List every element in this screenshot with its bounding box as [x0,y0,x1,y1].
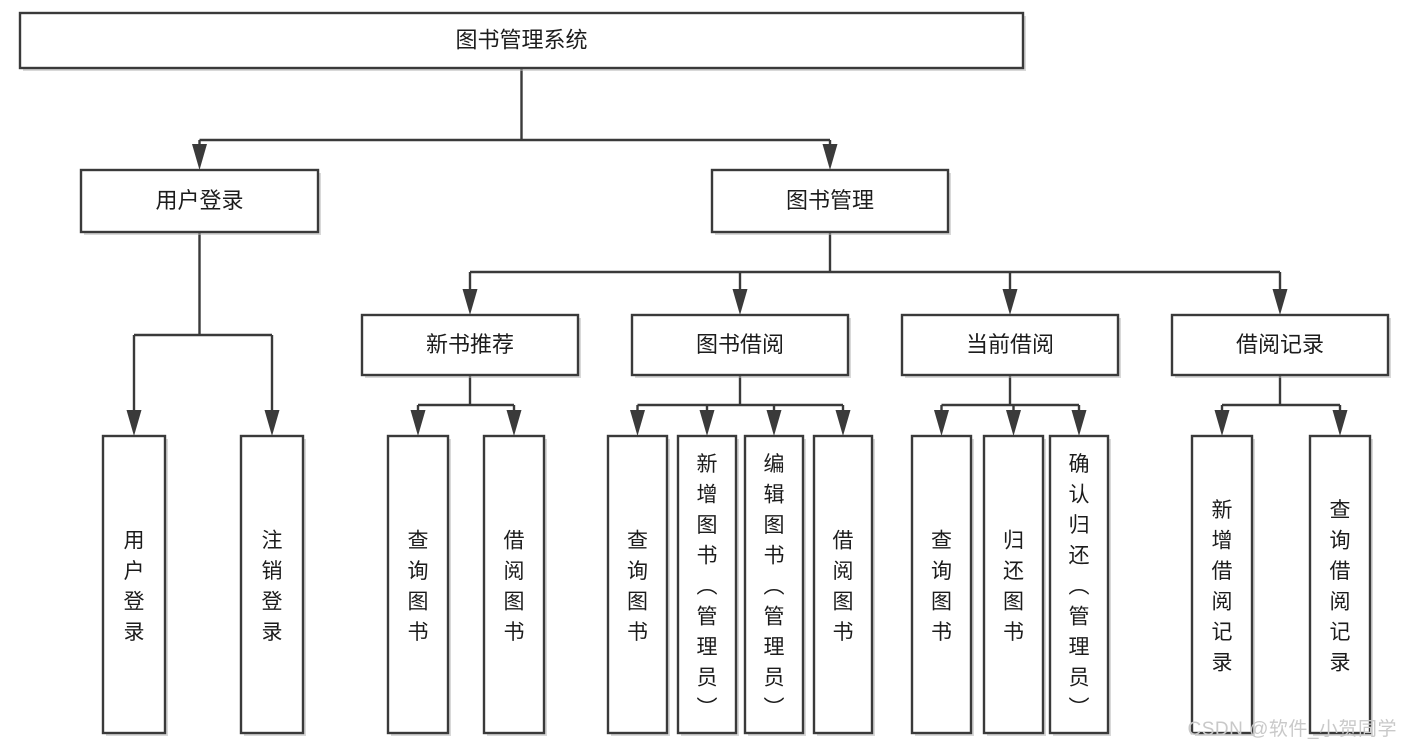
leaf-search-book-recommend[interactable]: 查询图书 [386,434,451,736]
leaf-borrow-book-borrow-label: 借阅图书 [833,529,854,644]
connector-book-management-to-level3 [462,232,1288,315]
leaf-borrow-book-borrow-box[interactable] [812,434,874,735]
node-new-book-recommend-box[interactable] [360,313,580,377]
leaf-edit-book-admin[interactable]: 编辑图书︵管理员︶ [743,434,806,736]
connector-root-to-level2 [192,68,838,170]
leaf-borrow-book-borrow[interactable]: 借阅图书 [812,434,875,736]
leaf-search-borrow-record-box[interactable] [1308,434,1372,735]
leaf-add-borrow-record[interactable]: 新增借阅记录 [1190,434,1255,736]
leaf-borrow-book-recommend-label: 借阅图书 [504,529,525,644]
node-user-login-label: 用户登录 [155,188,243,213]
node-borrow-record-box[interactable] [1170,313,1390,377]
node-user-login[interactable]: 用户登录 [79,168,321,235]
leaf-add-book-admin-box[interactable] [676,434,738,735]
connector-new-book-recommend-to-leaves [410,375,522,436]
leaf-search-book-borrow-box[interactable] [606,434,669,735]
leaf-add-borrow-record-label: 新增借阅记录 [1212,499,1233,675]
connector-borrow-record-to-leaves [1214,375,1348,436]
node-root-library-system[interactable]: 图书管理系统 [18,11,1026,71]
node-current-borrow[interactable]: 当前借阅 [900,313,1121,378]
connector-current-borrow-to-leaves [934,375,1087,436]
leaf-user-login-label: 用户登录 [124,529,145,644]
connector-book-borrow-to-leaves [630,375,851,436]
node-current-borrow-label: 当前借阅 [966,332,1054,357]
leaf-edit-book-admin-label: 编辑图书︵管理员︶ [764,453,785,720]
leaf-add-borrow-record-box[interactable] [1190,434,1254,735]
node-book-management-box[interactable] [710,168,950,234]
leaf-confirm-return-admin[interactable]: 确认归还︵管理员︶ [1048,434,1111,736]
leaf-user-logout[interactable]: 注销登录 [239,434,306,736]
leaf-search-book-borrow[interactable]: 查询图书 [606,434,670,736]
node-user-login-box[interactable] [79,168,320,234]
leaf-search-borrow-record-label: 查询借阅记录 [1330,499,1351,675]
node-borrow-record[interactable]: 借阅记录 [1170,313,1391,378]
connector-user-login-to-leaves [126,232,280,436]
leaf-search-book-recommend-box[interactable] [386,434,450,735]
leaf-search-book-borrow-label: 查询图书 [627,529,648,644]
watermark-label: CSDN @软件_小贺同学 [1187,719,1397,740]
leaf-edit-book-admin-box[interactable] [743,434,805,735]
node-new-book-recommend-label: 新书推荐 [426,332,514,357]
node-root-library-system-box[interactable] [18,11,1025,70]
leaf-search-book-current-label: 查询图书 [931,529,952,644]
node-book-borrow-label: 图书借阅 [696,332,784,357]
node-current-borrow-box[interactable] [900,313,1120,377]
node-book-borrow[interactable]: 图书借阅 [630,313,851,378]
node-root-library-system-label: 图书管理系统 [455,27,587,52]
leaf-user-login[interactable]: 用户登录 [101,434,168,736]
leaf-return-book-label: 归还图书 [1003,529,1024,644]
leaf-search-book-recommend-label: 查询图书 [408,529,429,644]
leaf-add-book-admin[interactable]: 新增图书︵管理员︶ [676,434,739,736]
node-book-management-label: 图书管理 [786,188,874,213]
leaf-search-borrow-record[interactable]: 查询借阅记录 [1308,434,1373,736]
leaf-search-book-current-box[interactable] [910,434,973,735]
leaf-borrow-book-recommend[interactable]: 借阅图书 [482,434,547,736]
leaf-user-logout-box[interactable] [239,434,305,735]
node-book-borrow-box[interactable] [630,313,850,377]
leaf-user-login-box[interactable] [101,434,167,735]
leaf-return-book[interactable]: 归还图书 [982,434,1046,736]
connector-layer [126,68,1348,436]
node-book-management[interactable]: 图书管理 [710,168,951,235]
node-new-book-recommend[interactable]: 新书推荐 [360,313,581,378]
node-borrow-record-label: 借阅记录 [1236,332,1324,357]
leaf-add-book-admin-label: 新增图书︵管理员︶ [697,453,718,720]
leaf-search-book-current[interactable]: 查询图书 [910,434,974,736]
leaf-user-logout-label: 注销登录 [262,529,283,644]
leaf-confirm-return-admin-box[interactable] [1048,434,1110,735]
node-layer: 图书管理系统用户登录图书管理新书推荐图书借阅当前借阅借阅记录用户登录注销登录查询… [18,11,1391,736]
leaf-confirm-return-admin-label: 确认归还︵管理员︶ [1069,453,1090,720]
leaf-return-book-box[interactable] [982,434,1045,735]
leaf-borrow-book-recommend-box[interactable] [482,434,546,735]
